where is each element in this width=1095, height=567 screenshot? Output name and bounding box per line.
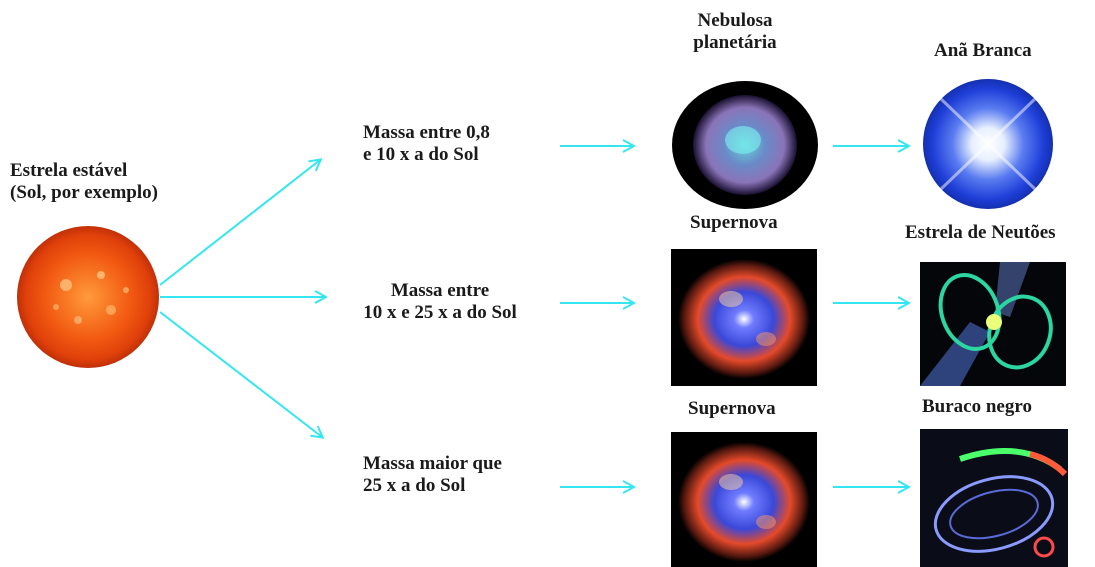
white-dwarf-label: Anã Branca [934, 40, 1032, 61]
condition-1-label: Massa entre 0,8 e 10 x a do Sol [363, 122, 490, 166]
start-label: Estrela estável (Sol, por exemplo) [10, 160, 158, 204]
supernova-label-2: Supernova [688, 398, 776, 419]
black-hole-label: Buraco negro [922, 396, 1032, 417]
condition-3-line-2: 25 x a do Sol [363, 475, 466, 496]
planetary-nebula-label-line-1: Nebulosa [697, 10, 773, 31]
supernova-image-2 [671, 432, 817, 567]
condition-1-line-1: Massa entre 0,8 [363, 122, 490, 143]
arrow-sun-to-branch-1 [159, 160, 320, 286]
supernova-image-1 [671, 249, 817, 386]
condition-1-line-2: e 10 x a do Sol [363, 144, 479, 165]
planetary-nebula-image [672, 81, 818, 209]
supernova-label-1: Supernova [690, 212, 778, 233]
planetary-nebula-label: Nebulosa planetária [680, 10, 790, 54]
white-dwarf-image [923, 79, 1053, 209]
condition-3-label: Massa maior que 25 x a do Sol [363, 453, 502, 497]
arrow-sun-to-branch-3 [159, 311, 322, 437]
sun-image [17, 226, 159, 368]
start-label-line-1: Estrela estável [10, 160, 128, 181]
condition-3-line-1: Massa maior que [363, 453, 502, 474]
condition-2-line-1: Massa entre [390, 280, 490, 301]
start-label-line-2: (Sol, por exemplo) [10, 182, 158, 203]
neutron-star-label: Estrela de Neutões [905, 222, 1056, 243]
planetary-nebula-label-line-2: planetária [693, 32, 777, 53]
neutron-star-image [920, 262, 1066, 386]
condition-2-label: Massa entre 10 x e 25 x a do Sol [330, 280, 550, 324]
condition-2-line-2: 10 x e 25 x a do Sol [363, 302, 517, 323]
black-hole-image [920, 429, 1068, 567]
